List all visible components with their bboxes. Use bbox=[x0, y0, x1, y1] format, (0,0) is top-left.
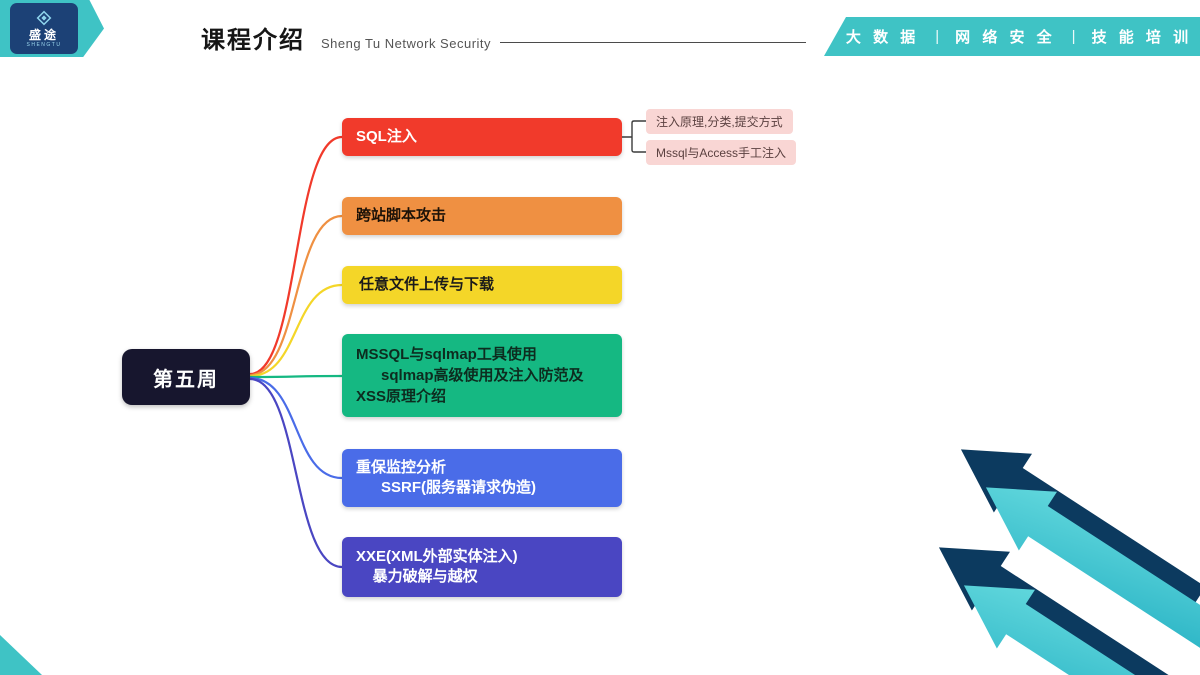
connector-xss-attack bbox=[248, 214, 344, 377]
banner-separator: | bbox=[935, 28, 940, 45]
banner-item-skill-training: 技 能 培 训 bbox=[1091, 29, 1193, 46]
company-logo: 盛途 SHENGTU bbox=[10, 3, 78, 54]
page-subtitle: Sheng Tu Network Security bbox=[321, 36, 492, 51]
top-right-banner: 大 数 据 | 网 络 安 全 | 技 能 培 训 bbox=[824, 17, 1200, 56]
connector-sql-injection bbox=[248, 135, 344, 376]
mindmap-branch-mssql-sqlmap: MSSQL与sqlmap工具使用 sqlmap高级使用及注入防范及 XSS原理介… bbox=[342, 334, 622, 417]
banner-item-network-security: 网 络 安 全 bbox=[955, 29, 1056, 46]
decorative-arrows bbox=[938, 449, 1200, 675]
teal-arrow-shape bbox=[963, 585, 1200, 675]
page-title: 课程介绍 bbox=[201, 27, 305, 54]
mindmap-branch-file-upload: 任意文件上传与下载 bbox=[342, 266, 622, 304]
header: 盛途 SHENGTU 课程介绍 Sheng Tu Network Securit… bbox=[0, 0, 1200, 72]
connector-mssql-sqlmap bbox=[248, 374, 344, 379]
connector-file-upload bbox=[248, 283, 344, 378]
logo-text: 盛途 bbox=[28, 28, 59, 42]
title-block: 课程介绍 Sheng Tu Network Security bbox=[201, 20, 491, 55]
connector-xxe bbox=[248, 377, 344, 569]
mindmap-branch-xxe: XXE(XML外部实体注入) 暴力破解与越权 bbox=[342, 537, 622, 597]
banner-item-bigdata: 大 数 据 bbox=[845, 29, 920, 46]
corner-triangle-shape bbox=[0, 635, 42, 675]
diamond-logo-icon bbox=[36, 10, 52, 26]
mindmap-subnode-manual-injection: Mssql与Access手工注入 bbox=[646, 140, 797, 165]
connector-ssrf bbox=[248, 376, 344, 480]
mindmap-branch-sql-injection: SQL注入 bbox=[342, 118, 622, 156]
connector-subtopics bbox=[622, 120, 646, 153]
logo-subtext: SHENGTU bbox=[26, 42, 62, 48]
mindmap-branch-xss-attack: 跨站脚本攻击 bbox=[342, 197, 622, 235]
mindmap-root-node: 第五周 bbox=[122, 349, 250, 405]
mindmap-branch-ssrf: 重保监控分析 SSRF(服务器请求伪造) bbox=[342, 449, 622, 507]
header-divider bbox=[500, 42, 806, 43]
banner-separator: | bbox=[1071, 28, 1076, 45]
mindmap-subnode-injection-principle: 注入原理,分类,提交方式 bbox=[646, 109, 793, 134]
teal-arrow-shape bbox=[985, 487, 1200, 655]
